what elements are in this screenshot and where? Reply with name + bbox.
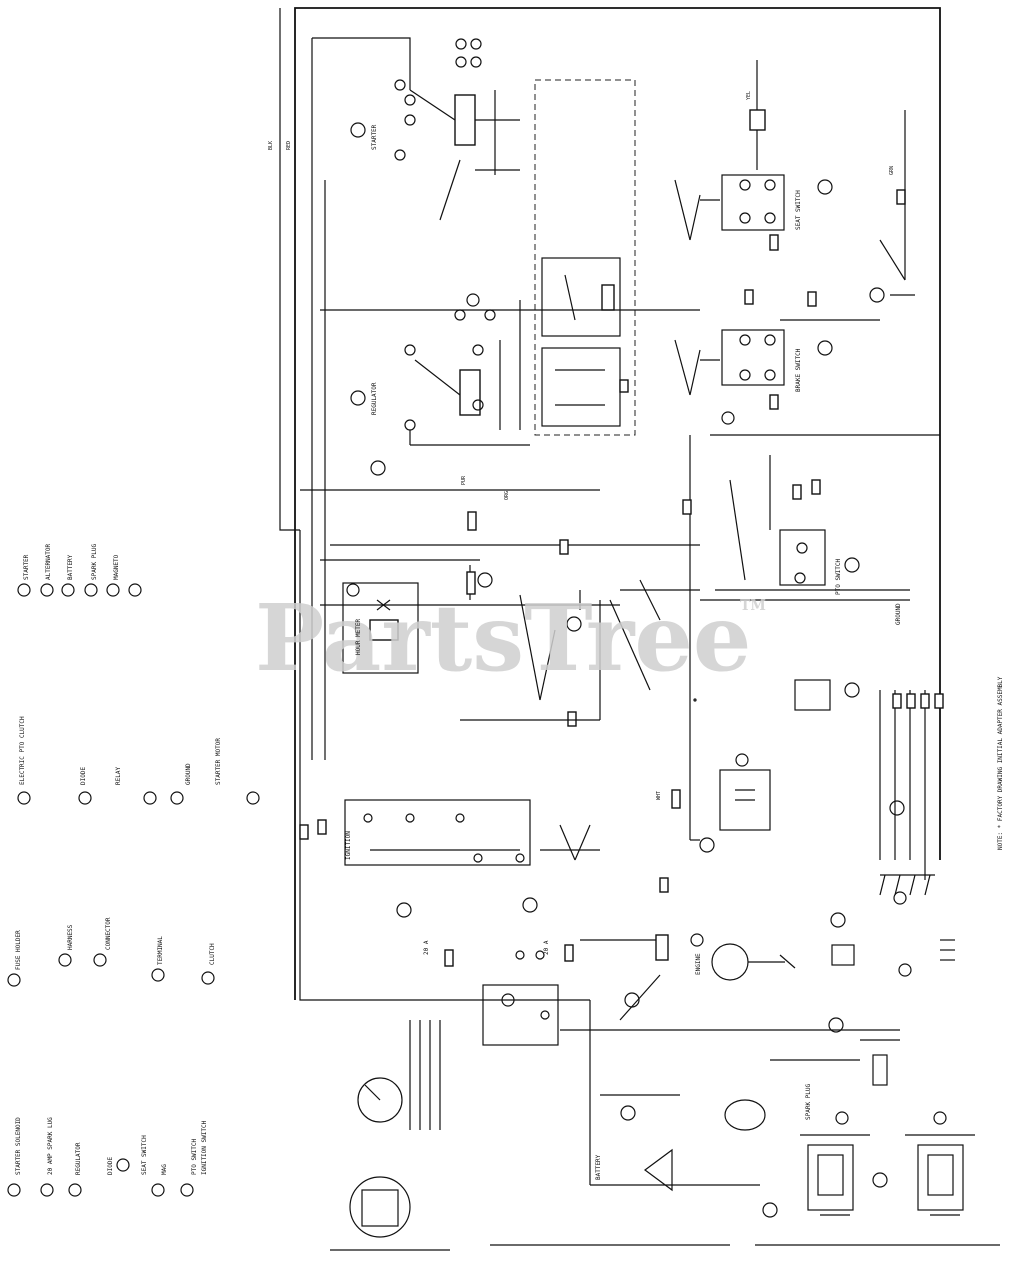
starter-relay: [320, 293, 700, 446]
label-pto-switch: PTO SWITCH: [835, 558, 842, 595]
battery-area: [600, 1094, 778, 1218]
legend-col2-1: HARNESS: [67, 924, 74, 950]
label-ground: GROUND: [895, 603, 902, 625]
legend-col1-4: SEAT SWITCH: [141, 1135, 148, 1175]
legend-col4-3: BATTERY: [67, 554, 74, 580]
legend-col3-1: DIODE: [80, 767, 87, 785]
hour-meter: [342, 582, 419, 674]
label-fuse-2: 20 A: [543, 940, 550, 955]
rotated-labels: STARTER REGULATOR SEAT SWITCH BRAKE SWIT…: [268, 91, 1004, 1180]
label-spark-plug: SPARK PLUG: [805, 1083, 812, 1120]
legend-col4-2: ALTERNATOR: [45, 543, 52, 580]
label-seat-switch: SEAT SWITCH: [795, 190, 802, 230]
engine-coils: [800, 1111, 975, 1216]
legend-col3-2: RELAY: [115, 767, 122, 785]
legend-symbols: [7, 583, 260, 1197]
wire-wht-1: WHT: [656, 791, 662, 800]
watermark: PartsTree: [255, 584, 751, 692]
label-ignition: IGNITION: [345, 831, 352, 860]
label-starter: STARTER: [371, 124, 378, 150]
label-regulator: REGULATOR: [371, 382, 378, 415]
legend-col2-2: CONNECTOR: [105, 917, 112, 950]
fuses-starter: [396, 897, 900, 1046]
harness-frame: [279, 7, 1000, 1246]
wire-grn-1: GRN: [889, 166, 895, 175]
legend-col1-7: IGNITION SWITCH: [201, 1120, 208, 1175]
relay-top: [350, 38, 520, 221]
legend-col1-5: MAG: [161, 1164, 168, 1175]
watermark-tm: TM: [740, 598, 766, 614]
ignition-block: [299, 799, 669, 893]
optional-panel: [534, 79, 636, 436]
wire-yel-1: YEL: [746, 91, 752, 100]
legend-col4-0: SPARK PLUG: [91, 543, 98, 580]
legend-col3-3: GROUND: [185, 763, 192, 785]
label-engine: ENGINE: [695, 953, 702, 975]
legend-col1-1: 20 AMP SPARK LUG: [47, 1117, 54, 1175]
seat-switch: [770, 912, 955, 1086]
legend-col1-0: STARTER SOLENOID: [15, 1117, 22, 1175]
label-note: NOTE: * FACTORY DRAWING INITIAL ADAPTER …: [997, 676, 1004, 850]
legend-col4-1: STARTER: [23, 554, 30, 580]
label-brake-switch: BRAKE SWITCH: [795, 348, 802, 392]
legend-col4-4: MAGNETO: [113, 554, 120, 580]
wire-blk-1: BLK: [268, 141, 274, 150]
legend-col2-4: CLUTCH: [209, 943, 216, 965]
legend-col3-0: ELECTRIC PTO CLUTCH: [19, 716, 26, 785]
legend-col3-4: STARTER MOTOR: [215, 738, 222, 785]
legend-text: STARTER SOLENOID 20 AMP SPARK LUG REGULA…: [15, 543, 222, 1175]
legend-col1-2: REGULATOR: [75, 1142, 82, 1175]
right-switches: [674, 60, 940, 702]
label-fuse-1: 20 A: [423, 940, 430, 955]
legend-col2-0: FUSE HOLDER: [15, 930, 22, 970]
legend-col1-3: DIODE: [107, 1157, 114, 1175]
wire-pur-1: PUR: [461, 475, 467, 485]
label-hour-meter: HOUR METER: [355, 618, 362, 655]
wire-org-1: ORG: [504, 491, 510, 500]
mid-wiring: [300, 435, 910, 841]
label-battery: BATTERY: [595, 1154, 602, 1180]
legend-col1-6: PTO SWITCH: [191, 1138, 198, 1175]
wire-red-1: RED: [286, 141, 292, 150]
legend-col2-3: TERMINAL: [157, 936, 164, 965]
pto-clutch: [699, 679, 944, 905]
key-switch: [330, 1020, 450, 1251]
